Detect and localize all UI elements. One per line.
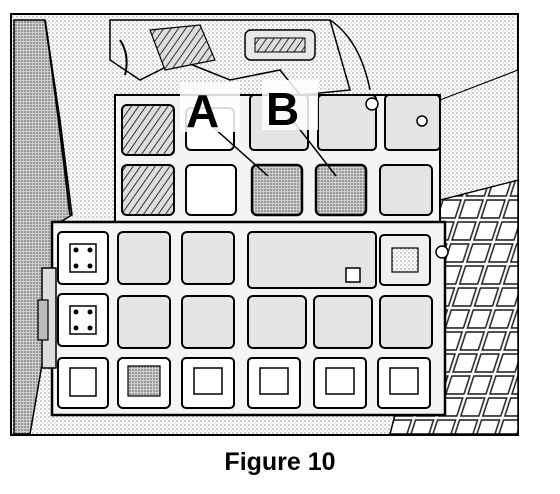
figure-caption: Figure 10 bbox=[224, 448, 336, 476]
connector-icon bbox=[247, 357, 301, 409]
relay-icon bbox=[181, 231, 235, 285]
relay-icon bbox=[117, 295, 171, 349]
connector-icon bbox=[377, 357, 431, 409]
relay-row-4 bbox=[57, 293, 433, 349]
relay-icon bbox=[379, 295, 433, 349]
relay-icon bbox=[247, 231, 377, 289]
connector-icon bbox=[57, 357, 109, 409]
relay-row-3 bbox=[57, 231, 449, 289]
relay-icon bbox=[117, 231, 171, 285]
relay-row-2 bbox=[121, 163, 433, 217]
callout-a: A bbox=[186, 85, 219, 137]
connector-icon bbox=[57, 231, 109, 285]
fuse-a-icon bbox=[250, 163, 304, 217]
leader-line-b bbox=[293, 121, 337, 177]
relay-icon bbox=[121, 164, 175, 216]
relay-icon bbox=[379, 164, 433, 216]
callout-b: B bbox=[266, 83, 299, 135]
relay-icon bbox=[181, 295, 235, 349]
connector-icon bbox=[181, 357, 235, 409]
connector-row bbox=[57, 357, 431, 409]
connector-icon bbox=[313, 357, 367, 409]
fuse-b-icon bbox=[314, 163, 368, 217]
relay-icon bbox=[185, 164, 237, 216]
leader-line-a bbox=[213, 127, 269, 177]
relay-icon bbox=[121, 104, 175, 156]
relay-icon bbox=[313, 295, 373, 349]
connector-icon bbox=[57, 293, 109, 347]
relay-icon bbox=[247, 295, 307, 349]
relay-icon bbox=[384, 94, 441, 151]
